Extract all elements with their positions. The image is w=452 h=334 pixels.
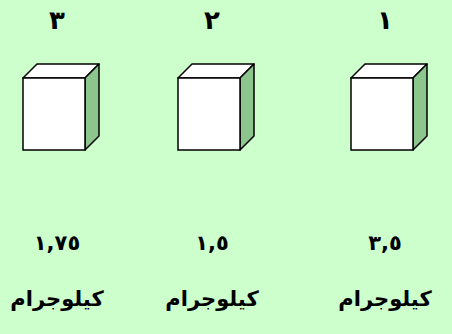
cube-item: ١ ٣,٥ كيلوجرام [330, 0, 440, 327]
callout-number: ٣ [49, 0, 65, 40]
cube-front [351, 78, 413, 150]
cube-side [85, 64, 99, 150]
cube-side [240, 64, 254, 150]
weight-label: ٣,٥ كيلوجرام [338, 215, 431, 327]
cube-item: ٣ ١,٧٥ كيلوجرام [2, 0, 112, 327]
cube-figure [162, 50, 262, 160]
callout-number: ٢ [204, 0, 220, 40]
cube-figure [7, 50, 107, 160]
callout-number: ١ [377, 0, 393, 40]
cube-side [413, 64, 427, 150]
weight-label: ١,٧٥ كيلوجرام [10, 215, 103, 327]
cube-front [23, 78, 85, 150]
cube-item: ٢ ١,٥ كيلوجرام [157, 0, 267, 327]
cube-front [178, 78, 240, 150]
cube-figure [335, 50, 435, 160]
weight-label: ١,٥ كيلوجرام [165, 215, 258, 327]
